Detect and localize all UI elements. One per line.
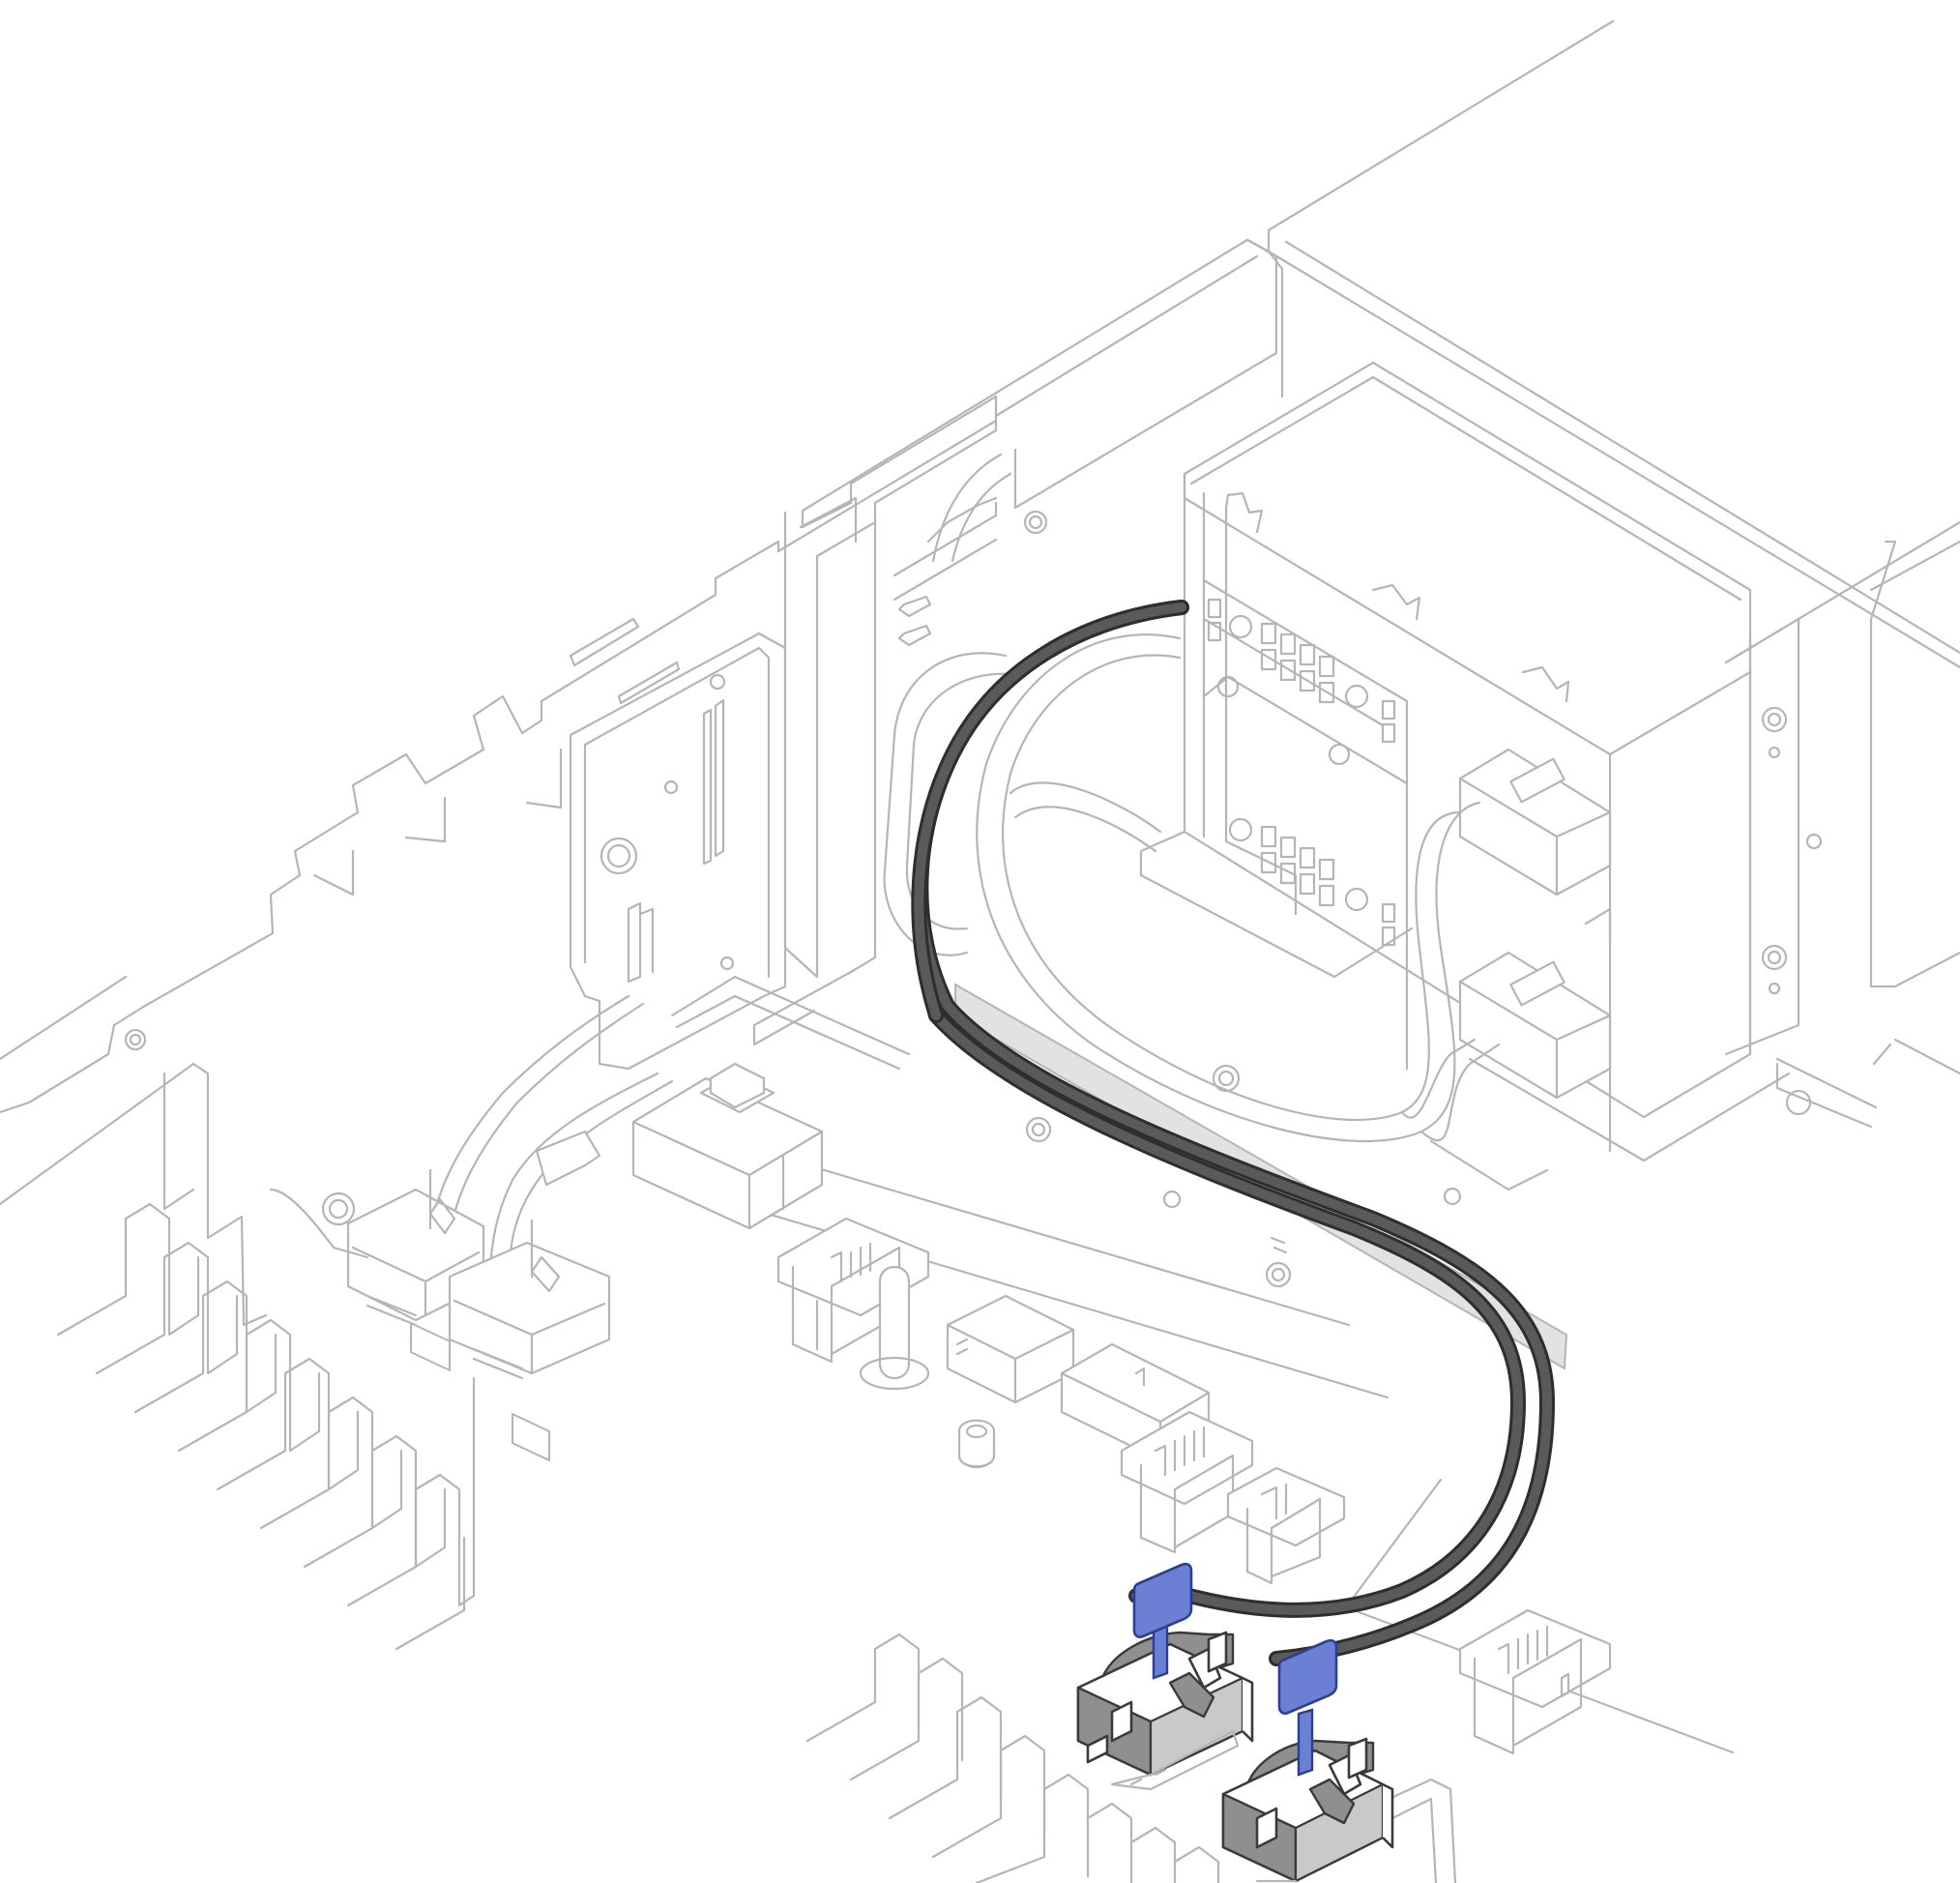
board-screws [957,1064,1292,1469]
cable-pull-tab-1 [1132,1562,1193,1680]
system-board-power-connector-2 [1221,1737,1394,1883]
psu-output-connector-upper [1458,748,1612,897]
cable-pull-tab-2 [1277,1638,1338,1777]
fan-connector-3 [1226,1466,1346,1585]
fan-connector-2 [1120,1410,1254,1554]
fan-connector-4 [1458,1608,1612,1755]
dimm-slots-upper-left [56,1202,476,1651]
system-board-connectors [631,1062,1612,1755]
psu-output-connector-lower [1458,951,1612,1100]
pcie-riser-bracket [569,254,1278,1071]
power-supply-cage [1139,361,1960,1206]
psu-lower-vent-grid [1228,817,1396,947]
riser-cable-connectors-left [56,1130,611,1651]
psu-upper-vent-grid [1207,598,1396,744]
system-board-power-connector-1 [1076,1631,1254,1791]
psu-power-cable-highlighted [911,600,1556,1666]
standoff-post [859,1266,930,1391]
connector-block-1 [631,1062,824,1230]
left-connector-2 [448,1130,611,1462]
